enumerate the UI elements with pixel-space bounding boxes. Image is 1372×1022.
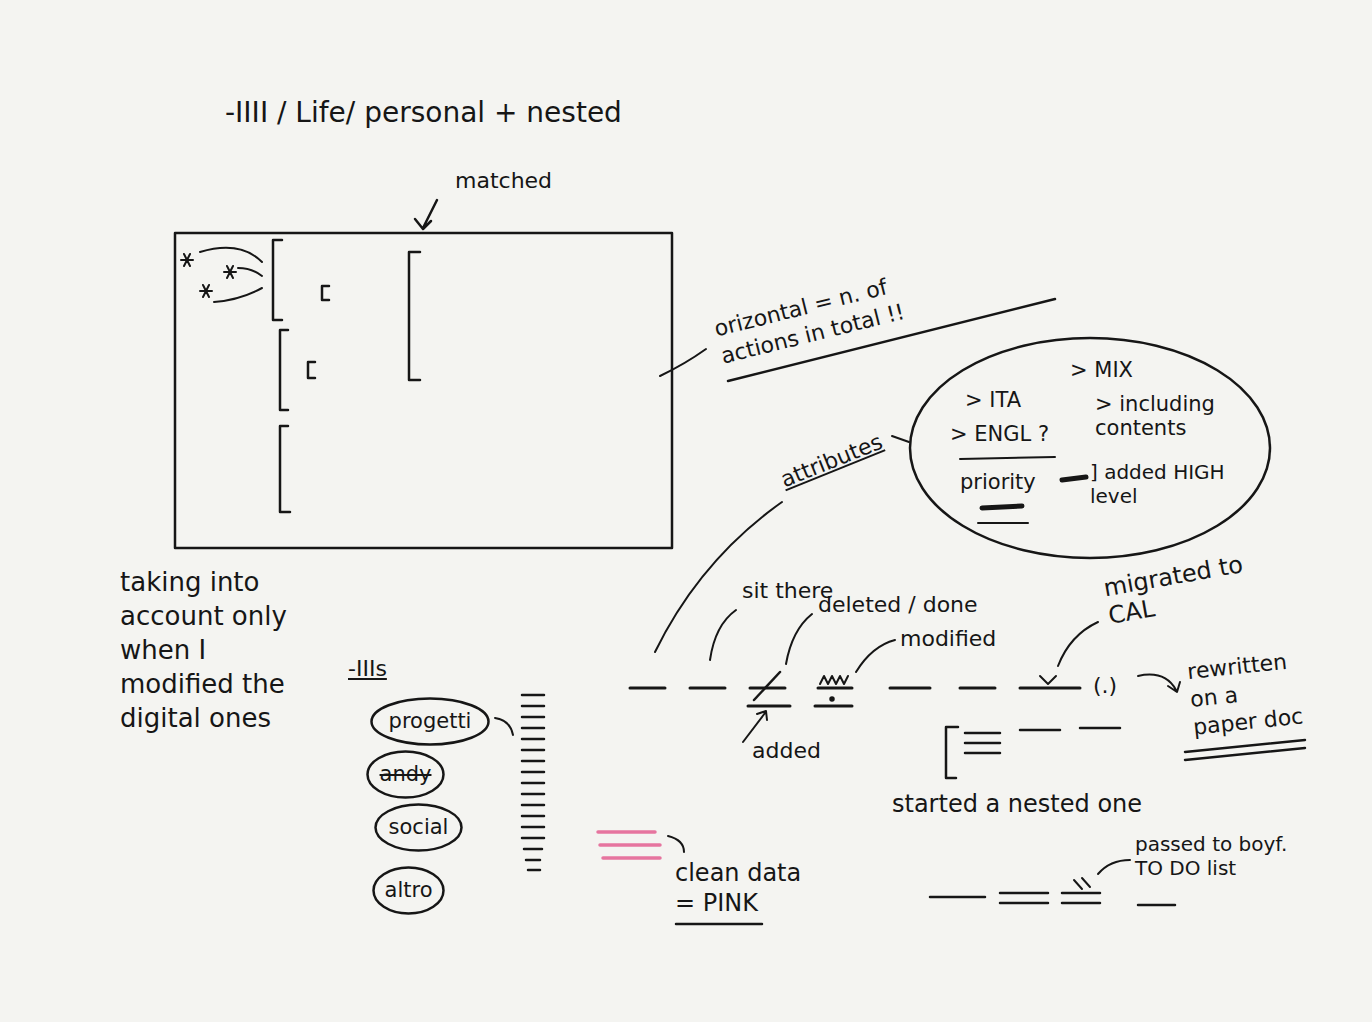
attribute-item: > MIX [1070,358,1133,383]
note-label: (.) [1093,673,1117,699]
added-arrow [743,711,767,742]
circled-word: altro [372,866,445,915]
matched-arrow [415,200,437,229]
tally-stripes [522,695,544,870]
priority-bar [978,522,1028,524]
pink-stroke [598,830,655,834]
note-label: started a nested one [892,790,1142,819]
note-label: modified [900,626,996,652]
note-label: taking into account only when I modified… [120,565,290,735]
note-label: -IIIs [348,656,387,682]
leader-line [668,836,684,852]
sketch-title: -IIII / Life/ personal + nested [225,96,622,130]
attribute-heading: attributes [777,429,886,494]
check-mark [1040,676,1056,684]
attribute-item: > ITA [965,388,1021,413]
dot-mark [831,698,834,701]
legend-swatch [592,822,662,862]
circled-text: social [389,815,449,840]
underline [676,923,762,926]
circled-text: progetti [389,709,472,734]
timeline-dashes [630,687,1080,690]
note-label: deleted / done [818,592,978,618]
pink-stroke [603,856,660,860]
circled-text: andy [380,762,432,787]
note-label: passed to boyf. TO DO list [1135,832,1310,880]
circled-text: altro [385,878,433,903]
double-underline [1185,740,1305,760]
added-dashes [748,705,852,708]
circle-outline [372,699,489,745]
note-label: migrated to CAL [1101,546,1273,630]
note-label: orizontal = n. of actions in total !! [711,265,928,370]
circle-outline [376,805,462,851]
asterisk-symbols [181,254,236,297]
attribute-item: > including contents [1095,392,1235,440]
leader-line [495,718,513,735]
circle-outline [374,868,444,914]
pink-stroke [600,843,660,847]
priority-bar [1062,477,1086,480]
circled-word: andy [366,750,445,799]
leader-line [660,349,706,376]
note-label: rewritten on a paper doc [1186,646,1309,742]
matrix-frame [175,233,672,548]
nested-list [946,727,1120,778]
circle-outline [368,752,444,798]
asterisk-curves [200,248,262,302]
legend-text: clean data = PINK [675,858,825,918]
circled-word: progetti [370,697,490,746]
circled-word: social [374,803,463,852]
boyf-dashes [930,893,1175,905]
attribute-item: priority [960,470,1036,495]
rewrite-arrow [1138,675,1180,692]
leader-line [892,436,909,442]
ellipse-outline [910,338,1270,558]
divider-line [960,457,1055,459]
modified-scribble [820,676,848,684]
attribute-item: ] added HIGH level [1090,460,1240,508]
leader-lines [710,610,1098,672]
attribute-ellipse: attributes > ITA > MIX > ENGL ? > including … [770,330,1270,565]
priority-bar [982,506,1022,508]
note-label: matched [455,168,552,194]
attribute-item: > ENGL ? [950,422,1049,447]
deleted-mark [754,672,780,700]
note-label: added [752,738,821,764]
nesting-brackets [273,240,420,512]
passed-marks [1074,860,1130,889]
